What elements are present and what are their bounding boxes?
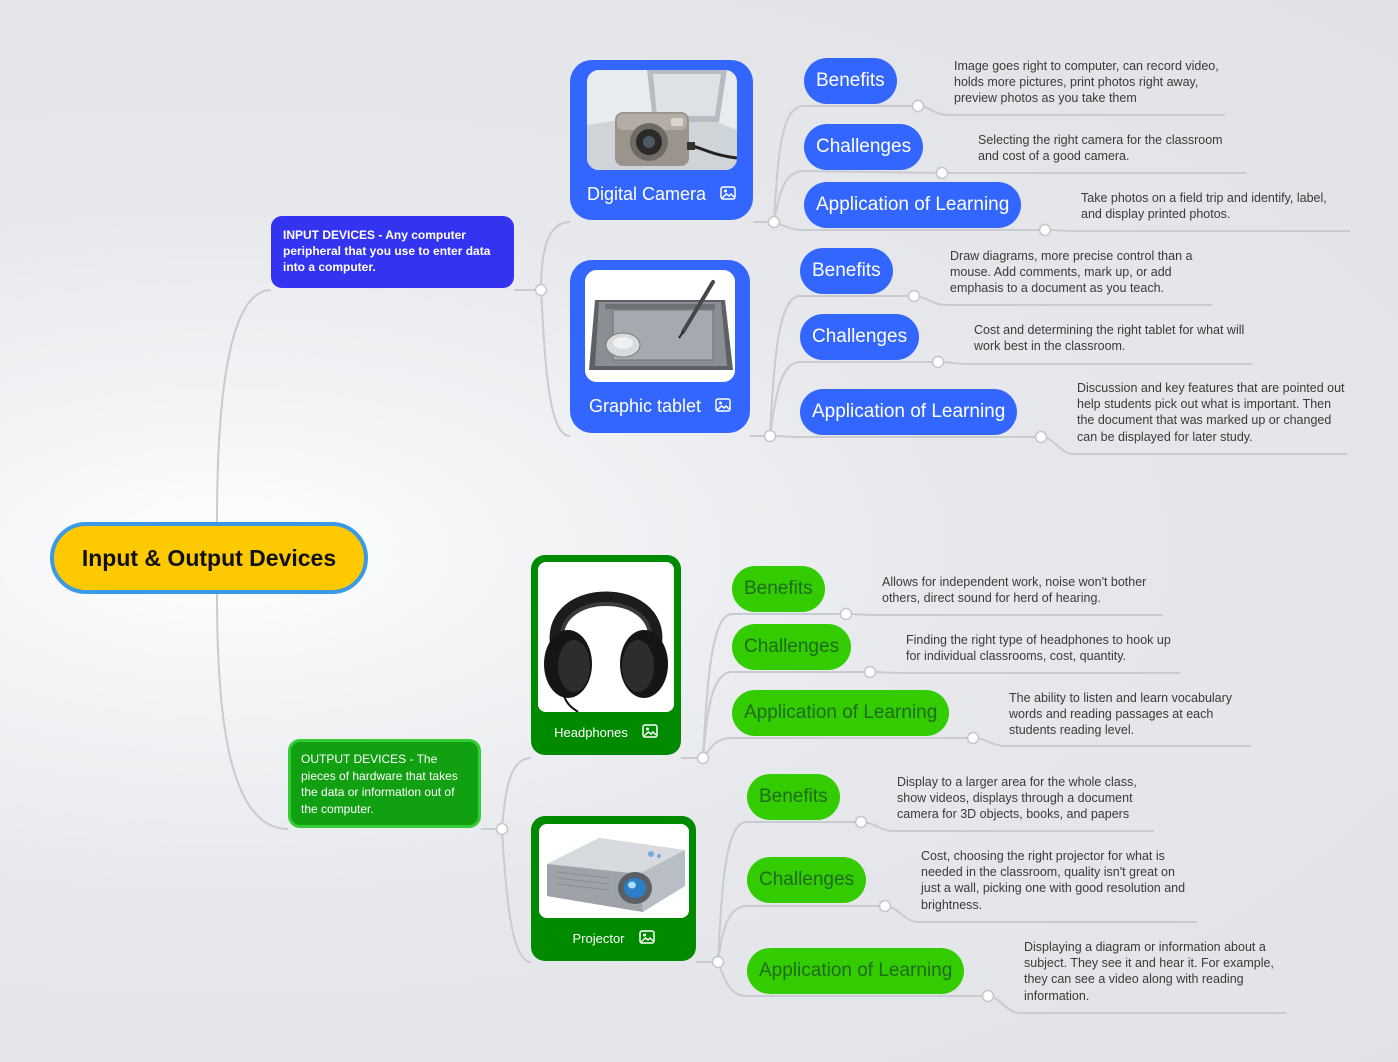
headphones-topic[interactable]: Headphones	[531, 555, 681, 755]
camera-application-note: Take photos on a field trip and identify…	[1081, 191, 1327, 222]
headphones-application-topic[interactable]: Application of Learning	[732, 690, 950, 736]
projector-application-label: Application of Learning	[759, 960, 953, 981]
tablet-benefits-note: Draw diagrams, more precise control than…	[950, 249, 1193, 296]
headphones-application-label: Application of Learning	[744, 702, 938, 723]
projector-challenges-topic[interactable]: Challenges	[747, 857, 867, 903]
camera-application-topic[interactable]: Application of Learning	[804, 182, 1022, 228]
central-topic[interactable]: Input & Output Devices	[50, 522, 368, 594]
output-devices-label: OUTPUT DEVICES - The pieces of hardware …	[301, 752, 458, 816]
projector-benefits-note: Display to a larger area for the whole c…	[897, 775, 1137, 822]
headphones-benefits-topic[interactable]: Benefits	[732, 566, 825, 612]
camera-challenges-topic[interactable]: Challenges	[804, 124, 924, 170]
digital-camera-label: Digital Camera	[586, 184, 707, 204]
tablet-benefits-label: Benefits	[812, 260, 881, 281]
projector-application-topic[interactable]: Application of Learning	[747, 948, 965, 994]
graphic-tablet-topic[interactable]: Graphic tablet	[570, 260, 750, 433]
projector-benefits-label: Benefits	[759, 786, 828, 807]
headphones-application-note: The ability to listen and learn vocabula…	[1009, 691, 1233, 738]
headphones-challenges-label: Challenges	[744, 636, 840, 657]
headphones-benefits-label: Benefits	[744, 578, 813, 599]
input-devices-topic[interactable]: INPUT DEVICES - Any computer peripheral …	[271, 216, 514, 288]
digital-camera-topic[interactable]: Digital Camera	[570, 60, 753, 220]
projector-challenges-label: Challenges	[759, 869, 855, 890]
camera-application-label: Application of Learning	[816, 194, 1010, 215]
projector-topic[interactable]: Projector	[531, 816, 696, 961]
projector-benefits-topic[interactable]: Benefits	[747, 774, 840, 820]
tablet-challenges-topic[interactable]: Challenges	[800, 314, 920, 360]
graphic-tablet-label: Graphic tablet	[588, 396, 702, 416]
tablet-benefits-topic[interactable]: Benefits	[800, 248, 893, 294]
camera-benefits-label: Benefits	[816, 70, 885, 91]
camera-benefits-note: Image goes right to computer, can record…	[954, 59, 1219, 106]
central-topic-label: Input & Output Devices	[81, 544, 337, 571]
digital-camera-image	[586, 70, 737, 170]
graphic-tablet-image	[585, 270, 735, 382]
image-icon[interactable]	[642, 724, 658, 741]
tablet-application-label: Application of Learning	[812, 401, 1006, 422]
headphones-image	[538, 562, 674, 712]
projector-label: Projector	[572, 931, 625, 946]
headphones-label: Headphones	[554, 725, 628, 740]
tablet-application-note: Discussion and key features that are poi…	[1077, 381, 1345, 444]
input-devices-label: INPUT DEVICES - Any computer peripheral …	[283, 228, 491, 274]
camera-challenges-note: Selecting the right camera for the class…	[978, 133, 1223, 164]
output-devices-topic[interactable]: OUTPUT DEVICES - The pieces of hardware …	[288, 739, 481, 828]
tablet-challenges-note: Cost and determining the right tablet fo…	[974, 323, 1245, 354]
tablet-application-topic[interactable]: Application of Learning	[800, 389, 1018, 435]
tablet-challenges-label: Challenges	[812, 326, 908, 347]
image-icon[interactable]	[638, 930, 655, 947]
headphones-benefits-note: Allows for independent work, noise won't…	[882, 575, 1147, 606]
camera-benefits-topic[interactable]: Benefits	[804, 58, 897, 104]
headphones-challenges-note: Finding the right type of headphones to …	[906, 633, 1171, 664]
projector-challenges-note: Cost, choosing the right projector for w…	[921, 849, 1186, 912]
image-icon[interactable]	[715, 396, 731, 417]
image-icon[interactable]	[720, 184, 736, 205]
projector-application-note: Displaying a diagram or information abou…	[1024, 940, 1274, 1003]
projector-image	[538, 824, 689, 918]
camera-challenges-label: Challenges	[816, 136, 912, 157]
headphones-challenges-topic[interactable]: Challenges	[732, 624, 852, 670]
